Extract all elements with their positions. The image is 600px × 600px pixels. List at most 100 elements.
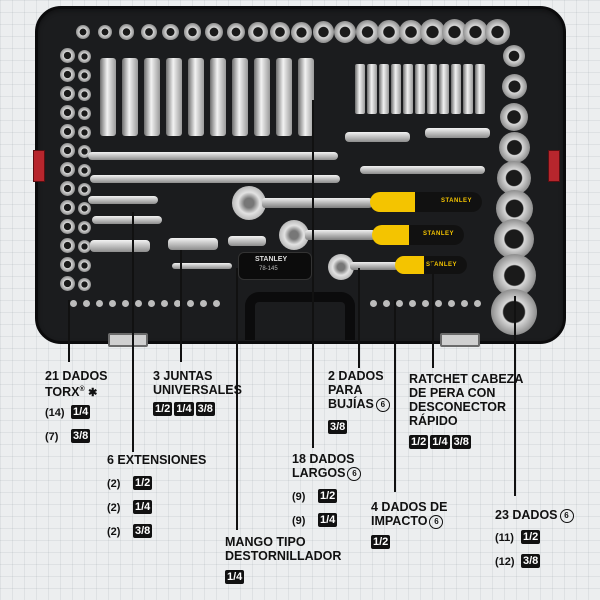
socket: [60, 67, 75, 82]
extensions-row-2: (2) 1/4: [107, 498, 154, 516]
long-row-1: (9)1/2: [292, 487, 339, 505]
torx-bit: [383, 300, 390, 307]
ratchet-title-line1: RATCHET CABEZA: [409, 372, 524, 386]
universal-joint: [168, 238, 218, 250]
socket: [60, 276, 75, 291]
hex-point-badge: 6: [347, 466, 362, 481]
leader-line: [236, 268, 238, 530]
screwdriver-size: 1/4: [225, 568, 246, 586]
drive-size-badge: 1/4: [133, 499, 153, 514]
socket: [60, 48, 75, 63]
drive-size-badge: 1/2: [521, 529, 541, 544]
spark-title-line2: PARA: [328, 383, 363, 397]
socket: [78, 259, 91, 272]
socket: [78, 202, 91, 215]
torx-bit: [448, 300, 455, 307]
drive-size-badge: 1/2: [371, 534, 391, 549]
ratchet-grip: STANLEY: [395, 256, 467, 274]
socket: [60, 238, 75, 253]
drive-size-badge: 1/2: [133, 475, 153, 490]
screwdriver-model: 78-145: [259, 266, 278, 272]
impact-title-line2: IMPACTO: [371, 514, 428, 528]
deep-socket: [379, 64, 389, 114]
universal-joint: [90, 240, 150, 252]
socket: [78, 240, 91, 253]
torx-bit: [148, 300, 155, 307]
hex-point-badge: 6: [559, 508, 574, 523]
leader-line: [132, 212, 134, 452]
long-socket: [298, 58, 314, 136]
deep-socket: [475, 64, 485, 114]
joints-callout-title: 3 JUNTAS UNIVERSALES: [153, 369, 242, 397]
socket: [377, 20, 401, 44]
socket: [497, 161, 531, 195]
long-socket: [210, 58, 226, 136]
long-socket: [100, 58, 116, 136]
socket: [334, 20, 357, 44]
torx-bit: [96, 300, 103, 307]
drive-size-badge: 1/4: [174, 401, 194, 416]
torx-bit: [161, 300, 168, 307]
socket: [78, 221, 91, 234]
socket: [226, 22, 246, 42]
torx-bit: [213, 300, 220, 307]
extensions-row-3: (2)3/8: [107, 522, 154, 540]
dados23-row-1: (11) 1/2: [495, 528, 542, 546]
ratchet-grip-brand: STANLEY: [425, 262, 457, 268]
torx-bit: [109, 300, 116, 307]
torx-bit: [122, 300, 129, 307]
ratchet-grip-brand: STANLEY: [440, 198, 472, 204]
spark-title-line1: 2 DADOS: [328, 369, 384, 383]
ratchet-title-line2: DE PERA CON: [409, 386, 496, 400]
deep-socket: [451, 64, 461, 114]
socket: [119, 24, 135, 40]
torx-title-line1: 21 DADOS: [45, 369, 108, 383]
socket: [78, 50, 91, 63]
drive-size-badge: 3/8: [195, 401, 215, 416]
torx-bit: [187, 300, 194, 307]
joints-title-line2: UNIVERSALES: [153, 383, 242, 397]
socket: [78, 183, 91, 196]
torx-bit: [135, 300, 142, 307]
count: (11): [495, 532, 514, 544]
deep-socket: [415, 64, 425, 114]
extension-bar: [425, 128, 490, 138]
dados23-row-2: (12)3/8: [495, 552, 542, 570]
long-socket: [232, 58, 248, 136]
count: (2): [107, 502, 121, 514]
socket: [269, 21, 290, 43]
leader-line: [358, 268, 360, 368]
socket: [248, 22, 268, 42]
socket: [78, 164, 91, 177]
deep-socket: [403, 64, 413, 114]
socket: [500, 103, 528, 131]
case-latch-right: [440, 333, 480, 347]
ratchet-grip: STANLEY: [370, 192, 482, 212]
impact-title-line1: 4 DADOS DE: [371, 500, 448, 514]
socket: [60, 105, 75, 120]
socket: [484, 19, 510, 45]
deep-socket: [463, 64, 473, 114]
ratchet-shaft: [262, 198, 372, 208]
extension-bar: [88, 196, 158, 204]
socket: [501, 74, 527, 99]
torx-bit: [83, 300, 90, 307]
ratchet-shaft: [305, 230, 375, 240]
extension-bar: [345, 132, 410, 142]
socket: [355, 20, 379, 44]
screwdriver-handle-shaft: [172, 263, 232, 269]
ratchet-grip: STANLEY: [372, 225, 464, 245]
long-title-line1: 18 DADOS: [292, 452, 355, 466]
screwdriver-handle: STANLEY 78-145: [238, 252, 312, 280]
spark-size: 3/8: [328, 418, 349, 436]
socket: [60, 86, 75, 101]
socket: [463, 19, 489, 45]
drive-size-badge: 1/2: [153, 401, 173, 416]
torx-bit: [435, 300, 442, 307]
torx-bit: [422, 300, 429, 307]
